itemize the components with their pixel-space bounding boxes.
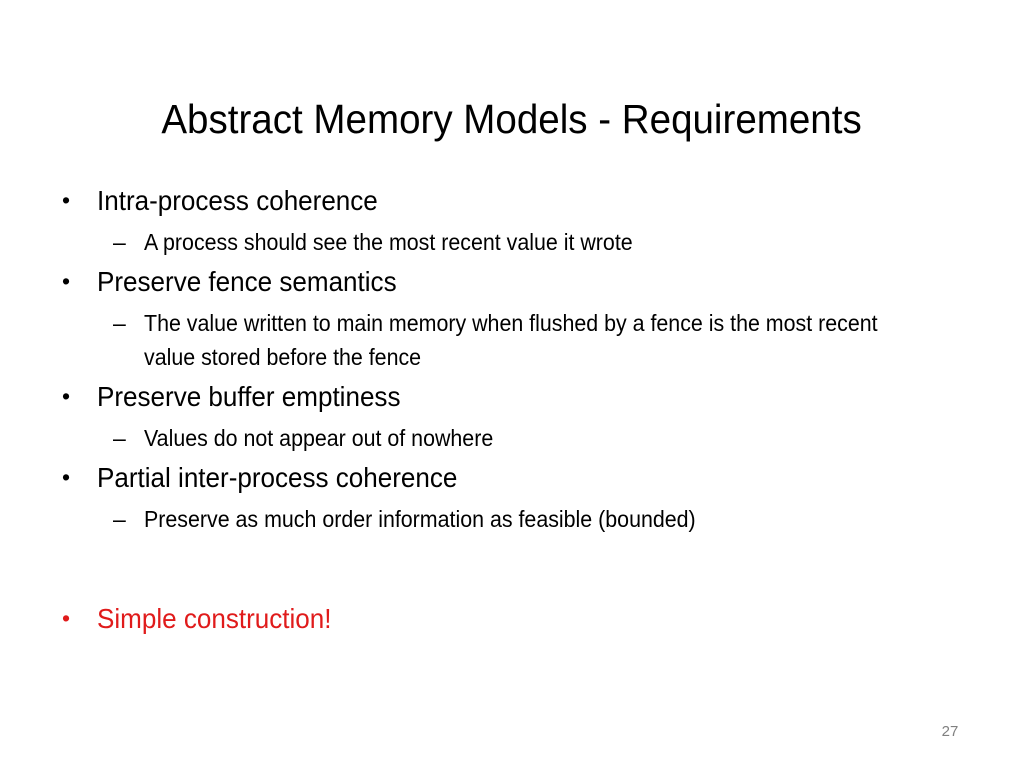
sub-bullet-dash-icon: – [113,506,126,532]
slide-title: Abstract Memory Models - Requirements [0,93,1024,145]
bullet-text: Simple construction! [97,603,332,634]
bullet-marker-icon: • [62,464,71,490]
sub-bullet-text: Preserve as much order information as fe… [144,506,696,532]
bullet-text: Partial inter-process coherence [97,462,458,493]
bullet-text: Intra-process coherence [97,185,378,216]
sub-bullet-text: Values do not appear out of nowhere [144,425,494,451]
sub-bullet-dash-icon: – [113,310,126,336]
bullet-marker-icon: • [62,187,71,213]
sub-bullet-fence-flush-value: – The value written to main memory when … [56,306,986,374]
bullet-marker-icon: • [62,268,71,294]
bullet-simple-construction: • Simple construction! [56,596,986,641]
slide-title-text: Abstract Memory Models - Requirements [161,96,863,143]
sub-bullet-values-not-out-of-nowhere: – Values do not appear out of nowhere [56,421,986,455]
bullet-partial-inter-process-coherence: • Partial inter-process coherence [56,455,986,500]
sub-bullet-preserve-order-information: – Preserve as much order information as … [56,502,986,536]
sub-bullet-dash-icon: – [113,425,126,451]
sub-bullet-text: A process should see the most recent val… [144,229,633,255]
bullet-marker-icon: • [62,383,71,409]
bullet-marker-icon: • [62,605,71,631]
sub-bullet-text: The value written to main memory when fl… [144,310,878,370]
sub-bullet-recent-value-wrote: – A process should see the most recent v… [56,225,986,259]
sub-bullet-dash-icon: – [113,229,126,255]
bullet-text: Preserve fence semantics [97,266,397,297]
bullet-preserve-buffer-emptiness: • Preserve buffer emptiness [56,374,986,419]
bullet-preserve-fence-semantics: • Preserve fence semantics [56,259,986,304]
slide-body: • Intra-process coherence – A process sh… [56,178,986,641]
blank-line-spacer [56,536,986,596]
slide-number: 27 [941,723,959,740]
bullet-intra-process-coherence: • Intra-process coherence [56,178,986,223]
bullet-text: Preserve buffer emptiness [97,381,401,412]
